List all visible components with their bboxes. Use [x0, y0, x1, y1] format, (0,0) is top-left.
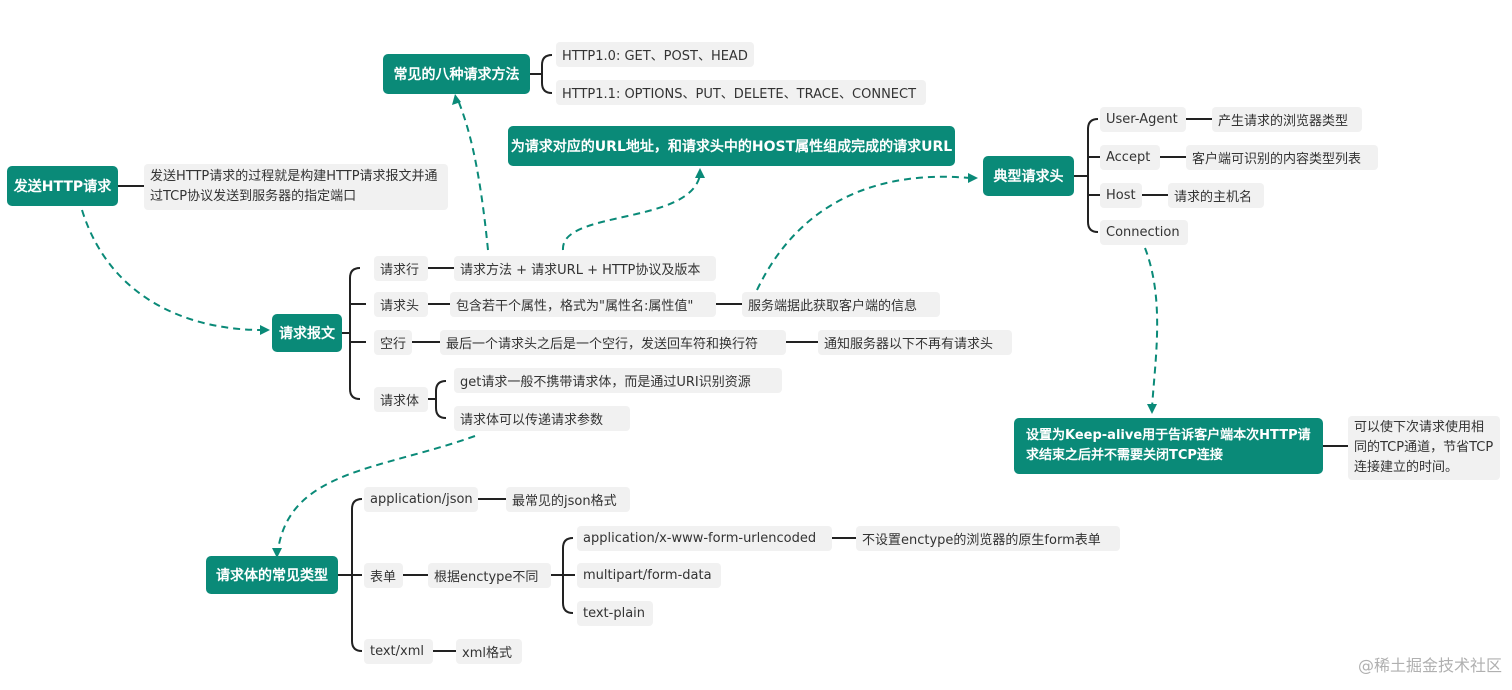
node-urlencoded-desc[interactable]: 不设置enctype的浏览器的原生form表单 [856, 526, 1120, 551]
node-no-more-headers[interactable]: 通知服务器以下不再有请求头 [818, 330, 1012, 355]
node-text-xml[interactable]: text/xml [364, 639, 433, 664]
node-host[interactable]: Host [1100, 183, 1142, 208]
node-connection[interactable]: Connection [1100, 220, 1188, 245]
node-text-xml-desc[interactable]: xml格式 [456, 639, 522, 664]
node-keep-alive[interactable]: 设置为Keep-alive用于告诉客户端本次HTTP请求结束之后并不需要关闭TC… [1014, 418, 1323, 474]
node-send-request-desc[interactable]: 发送HTTP请求的过程就是构建HTTP请求报文并通过TCP协议发送到服务器的指定… [144, 164, 448, 210]
node-host-desc[interactable]: 请求的主机名 [1168, 183, 1264, 208]
node-request-body[interactable]: 请求体 [374, 387, 428, 412]
node-blank-line[interactable]: 空行 [374, 330, 412, 355]
node-request-header-desc[interactable]: 包含若干个属性，格式为"属性名:属性值" [450, 292, 716, 317]
node-request-message[interactable]: 请求报文 [272, 314, 342, 352]
node-multipart[interactable]: multipart/form-data [577, 563, 721, 588]
node-app-json-desc[interactable]: 最常见的json格式 [506, 487, 630, 512]
node-user-agent[interactable]: User-Agent [1100, 107, 1186, 132]
node-eight-methods[interactable]: 常见的八种请求方法 [383, 54, 530, 94]
node-typical-headers[interactable]: 典型请求头 [983, 156, 1074, 196]
node-server-info[interactable]: 服务端据此获取客户端的信息 [742, 292, 940, 317]
node-request-line-desc[interactable]: 请求方法 + 请求URL + HTTP协议及版本 [454, 256, 716, 281]
node-urlencoded[interactable]: application/x-www-form-urlencoded [577, 526, 832, 551]
node-http11-methods[interactable]: HTTP1.1: OPTIONS、PUT、DELETE、TRACE、CONNEC… [556, 80, 926, 105]
node-request-header[interactable]: 请求头 [374, 292, 428, 317]
node-url-note[interactable]: 为请求对应的URL地址，和请求头中的HOST属性组成完成的请求URL [508, 126, 955, 166]
node-keep-alive-benefit[interactable]: 可以使下次请求使用相同的TCP通道，节省TCP连接建立的时间。 [1348, 416, 1500, 480]
node-accept-desc[interactable]: 客户端可识别的内容类型列表 [1186, 145, 1378, 170]
node-body-get[interactable]: get请求一般不携带请求体，而是通过URI识别资源 [454, 368, 782, 393]
node-text-plain[interactable]: text-plain [577, 601, 653, 626]
node-send-request[interactable]: 发送HTTP请求 [7, 166, 118, 206]
node-body-params[interactable]: 请求体可以传递请求参数 [454, 406, 630, 431]
node-app-json[interactable]: application/json [364, 487, 478, 512]
watermark: @稀土掘金技术社区 [1357, 656, 1502, 675]
node-blank-line-desc[interactable]: 最后一个请求头之后是一个空行，发送回车符和换行符 [440, 330, 786, 355]
node-user-agent-desc[interactable]: 产生请求的浏览器类型 [1212, 107, 1362, 132]
node-http10-methods[interactable]: HTTP1.0: GET、POST、HEAD [556, 42, 754, 67]
node-body-types[interactable]: 请求体的常见类型 [206, 556, 338, 594]
node-request-line[interactable]: 请求行 [374, 256, 428, 281]
node-accept[interactable]: Accept [1100, 145, 1160, 170]
node-form-desc[interactable]: 根据enctype不同 [428, 563, 551, 588]
node-form[interactable]: 表单 [364, 563, 403, 588]
